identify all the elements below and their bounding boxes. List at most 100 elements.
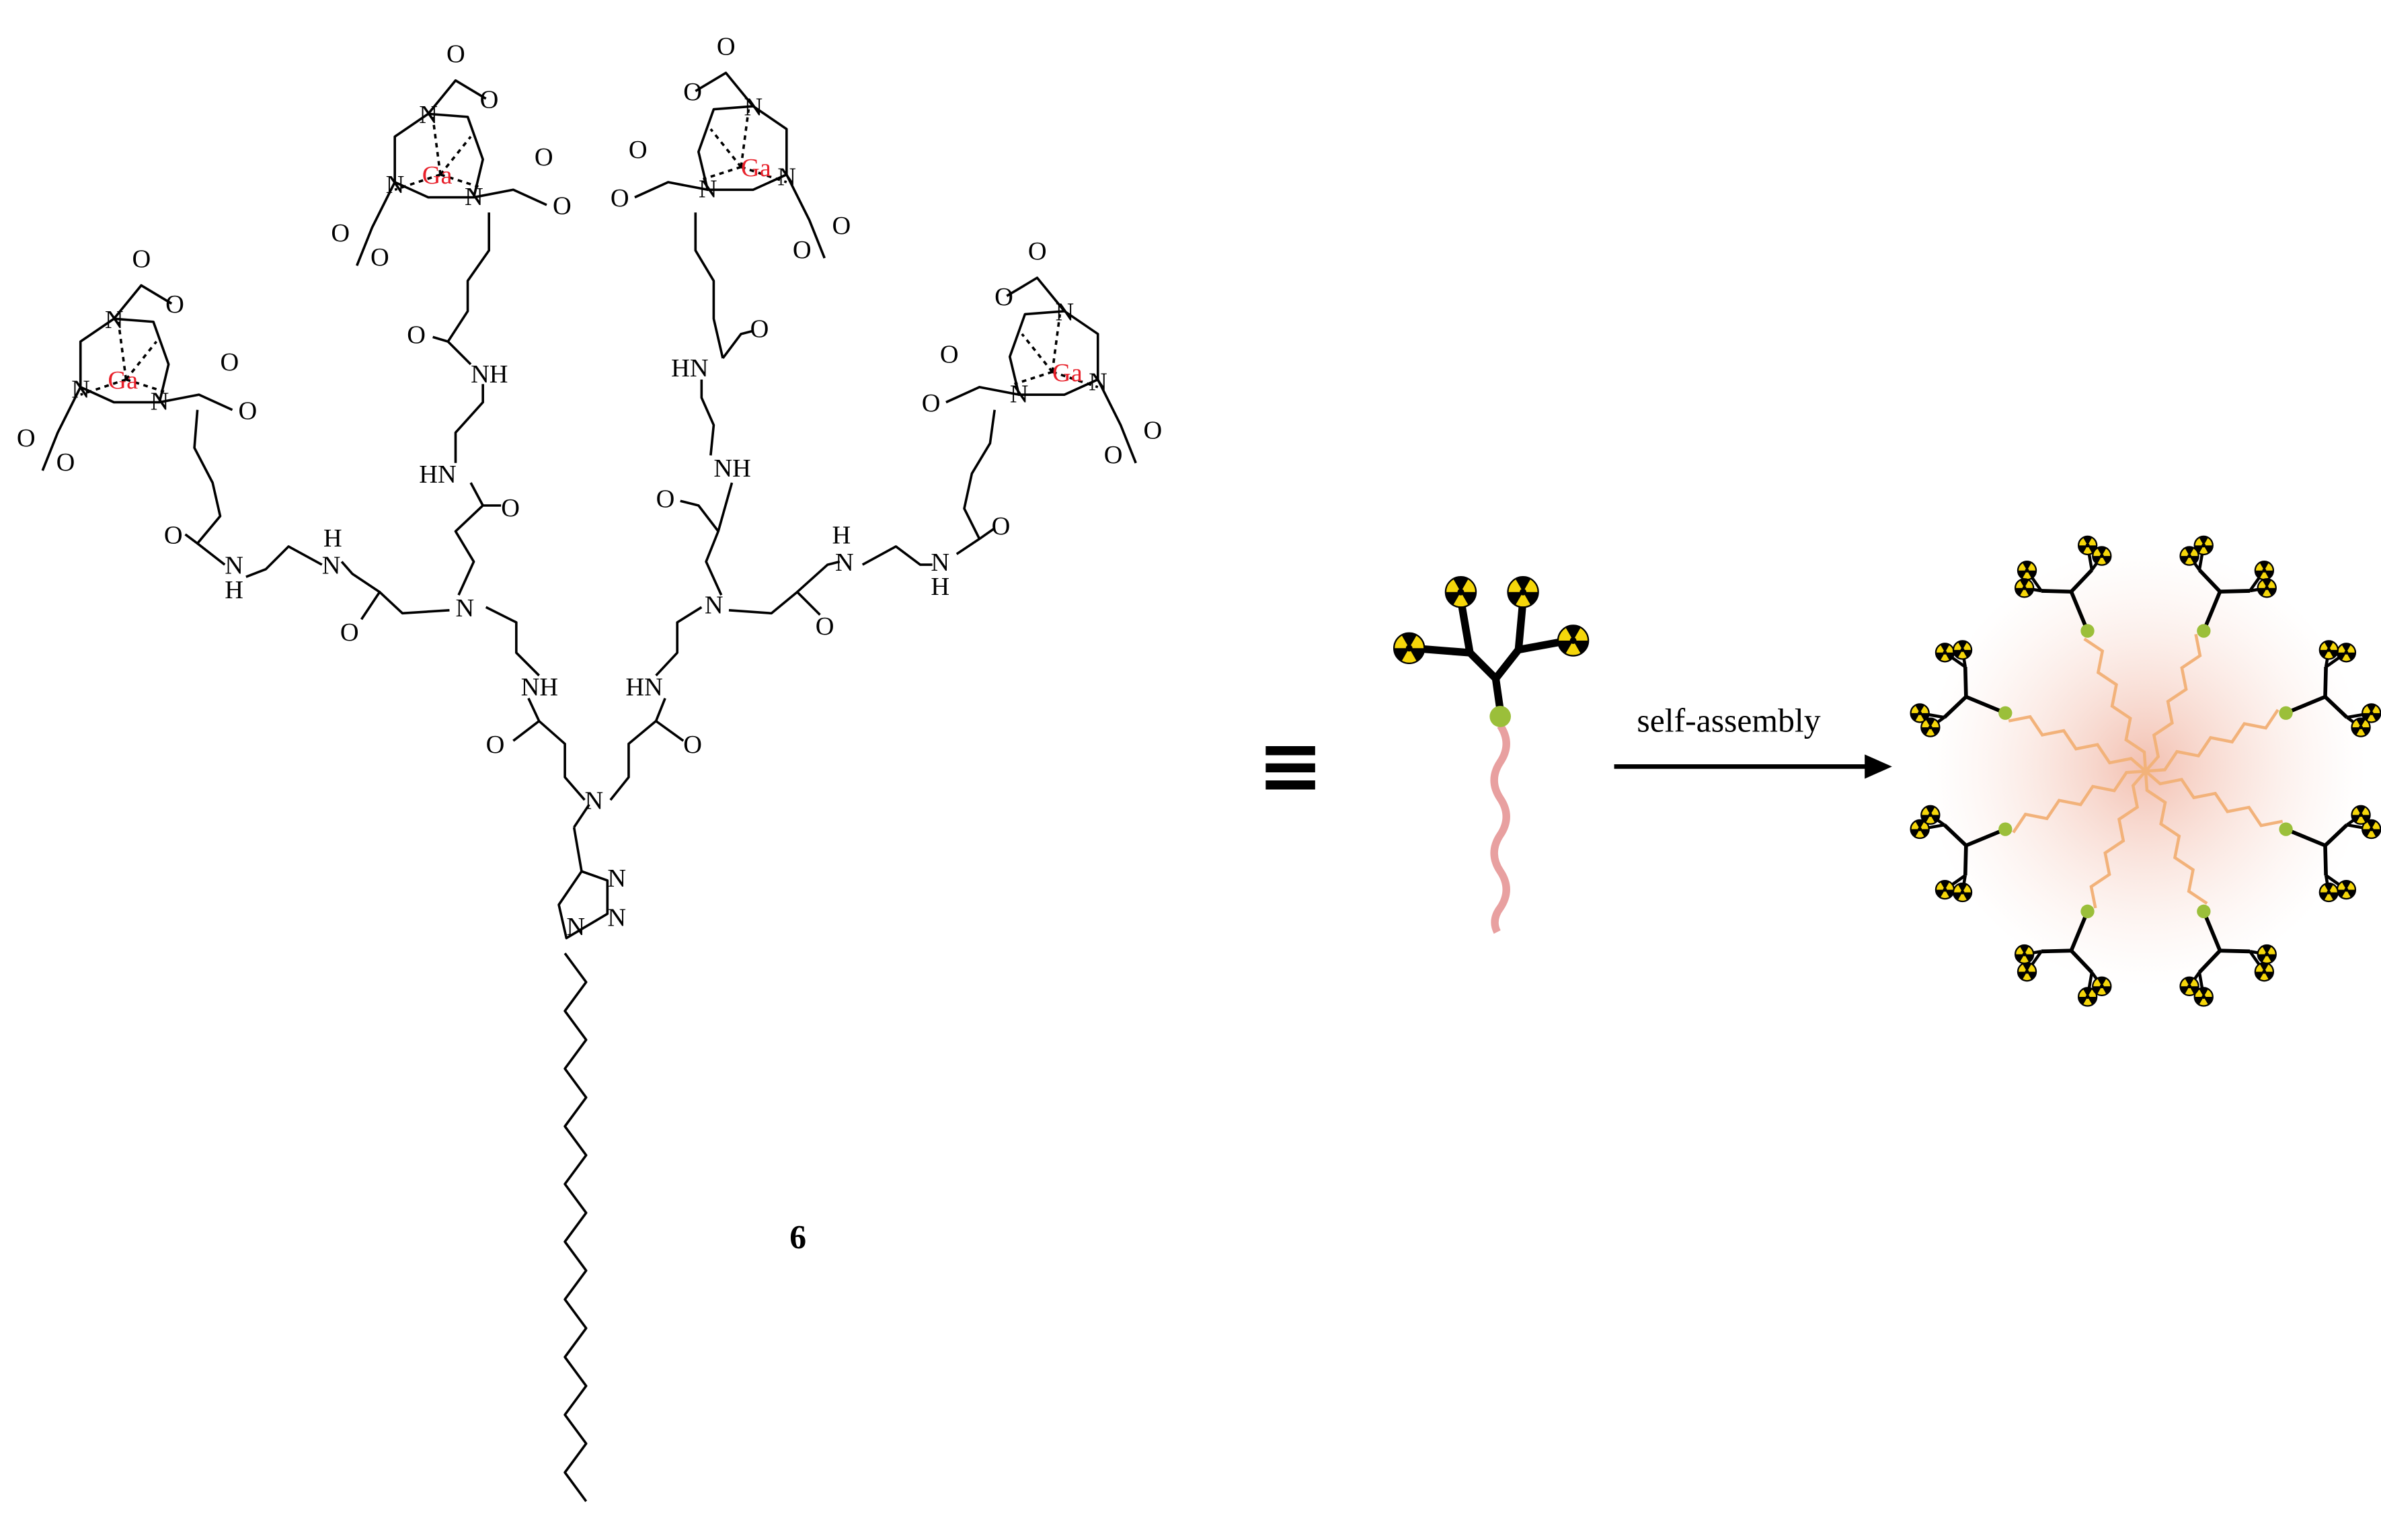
micelle-unit	[2014, 535, 2148, 772]
atom-label: O	[994, 283, 1013, 311]
radiation-icon	[2362, 703, 2381, 723]
atom-label: N	[607, 864, 626, 893]
radiation-icon	[1920, 717, 1941, 737]
atom-label: O	[629, 136, 648, 164]
atom-label: O	[132, 245, 151, 273]
atom-label: O	[832, 212, 851, 240]
linker-ball	[2279, 706, 2293, 720]
radiation-icon	[2257, 944, 2277, 965]
radiation-icon	[1910, 703, 1930, 723]
micelle-tail	[2144, 770, 2284, 827]
radiation-icon	[1507, 576, 1539, 608]
atom-label: O	[340, 618, 359, 647]
micelle-unit	[2144, 770, 2381, 903]
atom-label: O	[407, 321, 426, 349]
linker-ball	[2279, 822, 2293, 836]
radiation-icon	[2351, 717, 2371, 737]
radiation-icon	[1920, 805, 1941, 825]
alkyl-chain	[563, 953, 588, 1502]
micelle-unit	[2144, 771, 2277, 1007]
atom-label: O	[501, 494, 520, 522]
atom-label: H	[931, 573, 949, 601]
atom-label: N	[419, 101, 438, 129]
atom-label: N	[1010, 380, 1029, 408]
atom-label: Ga	[108, 366, 138, 395]
atom-label: N	[835, 549, 854, 577]
self-assembly-arrow: self-assembly	[1614, 702, 1892, 779]
radiation-icon	[2017, 561, 2037, 581]
atom-label: O	[940, 341, 959, 369]
micelle-tail	[2008, 715, 2147, 772]
atom-label: O	[683, 78, 702, 106]
radiation-icon	[2254, 561, 2275, 581]
atom-label: O	[922, 389, 941, 417]
radiation-icon	[2362, 819, 2381, 840]
radiation-icon	[2179, 976, 2199, 996]
atom-label: O	[1104, 441, 1123, 469]
atom-label: Ga	[422, 161, 453, 190]
radiation-icon	[2014, 578, 2035, 598]
atom-label: Ga	[741, 154, 771, 182]
atom-label: N	[777, 163, 796, 192]
micelle-unit	[1910, 769, 2146, 903]
backbone-bonds	[184, 212, 996, 1502]
atom-label: H	[225, 576, 243, 604]
atom-label: N	[1056, 298, 1075, 326]
atom-label: N	[151, 388, 169, 416]
atom-label: N	[607, 904, 626, 932]
radiation-icon	[2336, 879, 2357, 900]
linker-ball	[2197, 624, 2211, 638]
micelle-tail	[2012, 769, 2146, 834]
linker-ball	[2080, 624, 2095, 638]
atom-label: N	[931, 549, 949, 577]
atom-label: N	[705, 591, 724, 619]
equivalence-symbol: ≡	[1257, 719, 1323, 811]
radiation-icon	[2092, 546, 2112, 566]
micelle-cartoon	[1910, 535, 2381, 1007]
atom-label: O	[331, 219, 350, 247]
atom-label: N	[1089, 368, 1107, 396]
atom-label: O	[446, 40, 465, 69]
micelle-tail	[2145, 708, 2279, 773]
micelle-tail	[2089, 770, 2147, 909]
atom-label: NH	[713, 454, 750, 483]
atom-label: O	[992, 512, 1011, 540]
atom-label: H	[832, 521, 851, 549]
radiation-icon	[2318, 640, 2339, 660]
atom-label: HN	[671, 354, 708, 382]
atom-label: O	[239, 397, 258, 425]
micelle-unit	[1910, 640, 2147, 772]
backbone-atom-labels: N N N N O NH O HN N N HN O NH O O N H N …	[164, 315, 1010, 941]
hydrophobic-tail	[1490, 723, 1510, 934]
radiation-icon	[1952, 640, 1973, 660]
atom-label: O	[220, 348, 239, 376]
atom-label: O	[370, 243, 389, 272]
radiation-icon	[2254, 961, 2275, 982]
arrowhead-icon	[1865, 754, 1892, 779]
radiation-icon	[1393, 632, 1426, 664]
atom-label: O	[816, 612, 834, 641]
atom-label: N	[456, 594, 475, 622]
atom-label: O	[750, 315, 769, 343]
arrow-label: self-assembly	[1637, 702, 1820, 739]
atom-label: O	[683, 731, 702, 759]
radiation-icon	[1444, 576, 1477, 608]
micelle-tail	[2083, 637, 2148, 772]
atom-label: N	[465, 183, 483, 211]
atom-label: O	[656, 485, 675, 513]
micelle-unit	[2144, 535, 2277, 772]
atom-label: O	[611, 184, 629, 212]
linker-ball	[1998, 706, 2013, 720]
atom-label: O	[793, 236, 812, 264]
atom-label: NH	[471, 360, 508, 389]
atom-label: O	[535, 143, 553, 171]
atom-label: NH	[521, 673, 558, 701]
compound-number: 6	[789, 1218, 806, 1255]
radiation-icon	[2017, 961, 2037, 982]
amphiphile-cartoon	[1393, 576, 1590, 934]
